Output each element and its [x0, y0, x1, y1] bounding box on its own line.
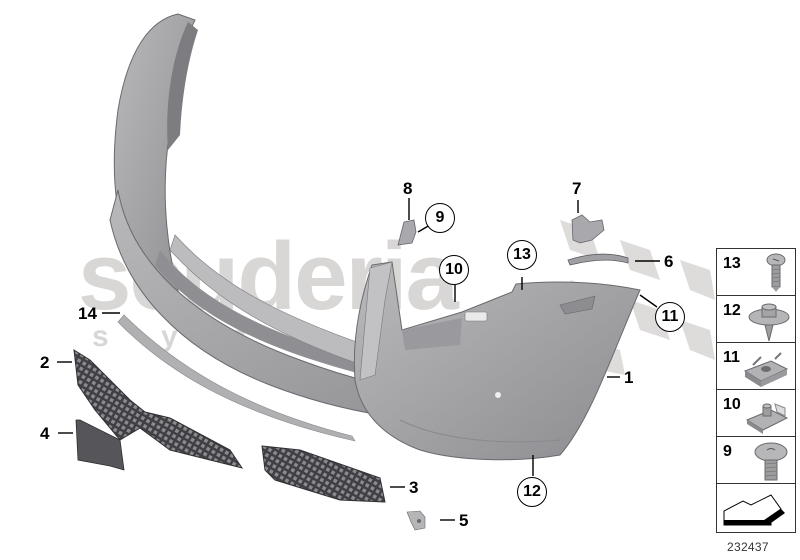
part-4-cover: [75, 419, 125, 471]
machine-screw-icon: [754, 442, 788, 481]
callout-5[interactable]: 5: [459, 511, 469, 530]
clip-nut-icon: [743, 352, 789, 387]
part-2-grille: [73, 349, 244, 469]
direction-arrow-icon: [723, 494, 785, 526]
bumper-right-corner: [353, 261, 641, 461]
legend-label: 13: [723, 255, 741, 272]
legend-item-arrow[interactable]: [716, 483, 796, 533]
callout-10[interactable]: 10: [439, 255, 469, 285]
legend-item-11[interactable]: 11: [716, 342, 796, 389]
legend-label: 10: [723, 396, 741, 413]
callout-7[interactable]: 7: [572, 179, 582, 198]
callout-12[interactable]: 12: [517, 477, 547, 507]
callout-9[interactable]: 9: [425, 203, 455, 233]
legend-label: 12: [723, 302, 741, 319]
legend-item-9[interactable]: 9: [716, 436, 796, 483]
part-5-clip: [406, 510, 426, 531]
callout-3[interactable]: 3: [409, 478, 419, 497]
part-7-bracket: [571, 214, 605, 244]
callout-6[interactable]: 6: [664, 252, 674, 271]
part-8-bracket: [397, 219, 417, 246]
washer-screw-icon: [748, 303, 790, 342]
legend-item-13[interactable]: 13: [716, 248, 796, 295]
legend-item-10[interactable]: 10: [716, 389, 796, 436]
callout-14[interactable]: 14: [78, 304, 97, 323]
clip-nut-small-icon: [745, 403, 789, 434]
legend-label: 11: [723, 349, 740, 366]
callout-11[interactable]: 11: [655, 302, 685, 332]
part-3-grille: [261, 445, 386, 503]
pan-head-screw-icon: [766, 253, 786, 292]
part-14-strip: [117, 314, 356, 442]
legend-label: 9: [723, 443, 732, 460]
callout-8[interactable]: 8: [403, 179, 413, 198]
callout-13[interactable]: 13: [507, 240, 537, 270]
part-6-strip: [567, 253, 629, 266]
callout-4[interactable]: 4: [40, 424, 50, 443]
legend-item-12[interactable]: 12: [716, 295, 796, 342]
callout-2[interactable]: 2: [40, 353, 50, 372]
leader-lines: [57, 198, 660, 521]
fastener-legend: 13 12 11: [716, 248, 796, 533]
callout-1[interactable]: 1: [624, 368, 634, 387]
document-id: 232437: [727, 540, 769, 554]
